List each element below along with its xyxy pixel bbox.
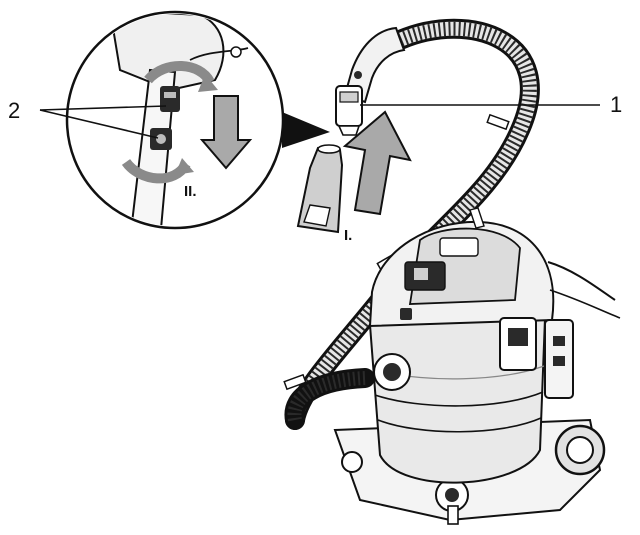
- detail-inset: [65, 10, 285, 230]
- suction-hose: [283, 18, 540, 430]
- pointer-wedge: [282, 112, 330, 148]
- callout-label-2: 2: [8, 98, 20, 123]
- step-label-two: II.: [184, 183, 197, 200]
- callout-lines: [39, 104, 600, 139]
- step-one-arrow: [342, 110, 412, 216]
- vacuum-body: [333, 207, 621, 525]
- step-label-one: I.: [344, 227, 352, 244]
- callout-label-1: 1: [610, 92, 622, 117]
- crevice-nozzle: [296, 144, 344, 234]
- hose-handle: [335, 26, 406, 136]
